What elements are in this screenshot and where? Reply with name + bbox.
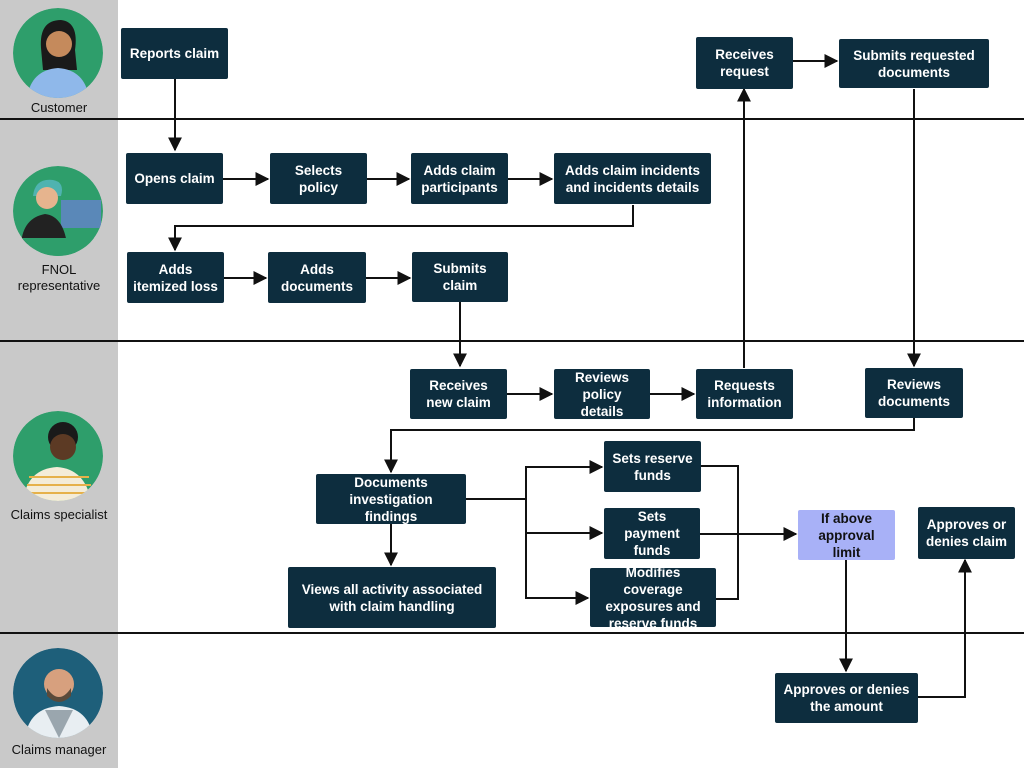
arrow-reviews-docs-to-investigation	[384, 418, 915, 474]
lane-label-fnol-representative: FNOL representative	[17, 262, 101, 293]
claims-specialist-avatar	[13, 411, 103, 501]
step-reviews-policy-details: Reviews policy details	[554, 369, 650, 419]
step-reports-claim: Reports claim	[121, 28, 228, 79]
arrow-investigation-to-modifies	[525, 533, 590, 605]
step-opens-claim: Opens claim	[126, 153, 223, 204]
lane-label-claims-specialist: Claims specialist	[10, 507, 108, 522]
step-adds-documents: Adds documents	[268, 252, 366, 303]
step-sets-reserve-funds: Sets reserve funds	[604, 441, 701, 492]
step-requests-information: Requests information	[696, 369, 793, 419]
lane-divider	[0, 632, 1024, 634]
lane-label-claims-manager: Claims manager	[11, 742, 107, 757]
step-modifies-coverage: Modifies coverage exposures and reserve …	[590, 565, 716, 631]
step-adds-itemized-loss: Adds itemized loss	[127, 252, 224, 303]
step-selects-policy: Selects policy	[270, 153, 367, 204]
lane-header-column	[0, 0, 118, 768]
customer-avatar	[13, 8, 103, 98]
lane-divider	[0, 118, 1024, 120]
step-views-all-activity: Views all activity associated with claim…	[288, 567, 496, 628]
arrow-incidents-to-itemized	[168, 205, 634, 252]
arrow-investigation-to-reserve	[466, 460, 604, 500]
step-reviews-documents: Reviews documents	[865, 368, 963, 418]
decision-if-above-approval-limit: If above approval limit	[798, 510, 895, 560]
step-submits-requested-documents: Submits requested documents	[839, 39, 989, 88]
step-documents-investigation-findings: Documents investigation findings	[316, 474, 466, 524]
arrow-funds-to-approval-limit	[700, 465, 796, 600]
step-approves-or-denies-claim: Approves or denies claim	[918, 507, 1015, 559]
step-receives-new-claim: Receives new claim	[410, 369, 507, 419]
step-adds-claim-incidents: Adds claim incidents and incidents detai…	[554, 153, 711, 204]
arrow-manager-to-approves-claim	[918, 558, 972, 698]
arrow-investigation-to-payment	[525, 499, 604, 540]
lane-label-customer: Customer	[30, 100, 88, 115]
lane-divider	[0, 340, 1024, 342]
claims-manager-avatar	[13, 648, 103, 738]
step-approves-or-denies-amount: Approves or denies the amount	[775, 673, 918, 723]
step-receives-request: Receives request	[696, 37, 793, 89]
step-submits-claim: Submits claim	[412, 252, 508, 302]
step-adds-claim-participants: Adds claim participants	[411, 153, 508, 204]
step-sets-payment-funds: Sets payment funds	[604, 508, 700, 559]
